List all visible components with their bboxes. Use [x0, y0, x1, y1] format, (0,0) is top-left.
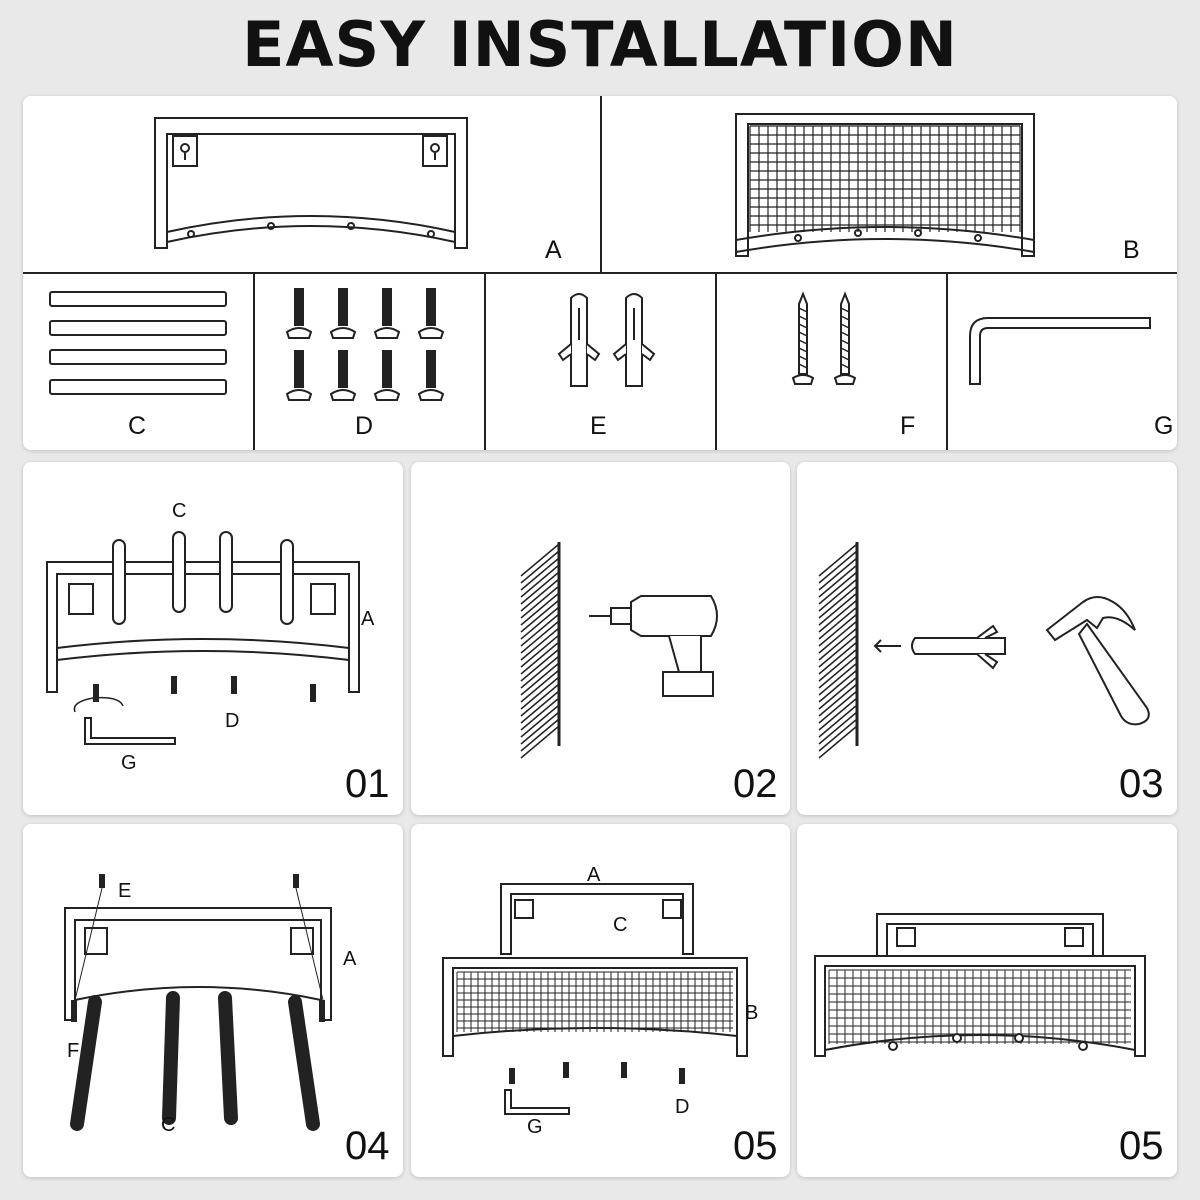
part-c-cell: C — [23, 274, 253, 450]
step-05b-panel: 05 — [797, 824, 1177, 1177]
divider — [946, 272, 948, 450]
bolt-icon — [417, 350, 445, 401]
bolt-icon — [373, 288, 401, 339]
bolt-icon — [329, 350, 357, 401]
step-number: 05 — [1119, 1124, 1164, 1168]
bolt-icon — [285, 350, 313, 401]
callout-label: C — [172, 500, 187, 522]
wall-anchors-illustration — [557, 293, 656, 387]
callout-label: A — [587, 864, 601, 886]
callout-label: G — [527, 1116, 543, 1138]
bolt-icon — [417, 288, 445, 339]
callout-label: A — [343, 948, 357, 970]
part-f-cell: F — [717, 274, 946, 450]
step-02-illustration — [520, 542, 718, 759]
callout-label: F — [67, 1040, 80, 1062]
bolt-icon — [329, 288, 357, 339]
part-a-cell: A — [23, 96, 600, 272]
step-01-illustration — [46, 531, 360, 745]
frame-illustration — [154, 117, 468, 249]
callout-label: A — [361, 608, 375, 630]
step-number: 02 — [733, 762, 778, 806]
grid-panel-illustration — [735, 113, 1035, 257]
anchor-icon — [612, 293, 656, 387]
part-label: A — [545, 236, 562, 264]
divider — [600, 96, 602, 272]
callout-label: C — [613, 914, 628, 936]
bolts-illustration — [285, 288, 445, 401]
screws-illustration — [791, 291, 857, 385]
bolt-icon — [285, 288, 313, 339]
step-04-panel: E A F C 04 — [23, 824, 403, 1177]
drill-icon — [589, 595, 718, 697]
part-label: C — [128, 412, 147, 440]
step-03-illustration — [818, 542, 1150, 759]
page-title: EASY INSTALLATION — [242, 8, 958, 81]
callout-label: D — [225, 710, 240, 732]
divider — [23, 272, 1177, 274]
part-label: E — [590, 412, 607, 440]
hex-key-illustration — [969, 317, 1151, 385]
step-number: 01 — [345, 762, 390, 806]
part-label: F — [900, 412, 916, 440]
part-b-cell: B — [602, 96, 1177, 272]
mesh-grid — [828, 969, 1131, 1044]
part-label: D — [355, 412, 374, 440]
parts-panel: A B C — [23, 96, 1177, 450]
step-number: 03 — [1119, 762, 1164, 806]
step-01-panel: C A D G 01 — [23, 462, 403, 815]
step-number: 04 — [345, 1124, 390, 1168]
callout-label: C — [161, 1114, 176, 1136]
arrow-left-icon — [873, 639, 901, 653]
divider — [484, 272, 486, 450]
step-02-panel: 02 — [411, 462, 790, 815]
divider — [253, 272, 255, 450]
step-03-panel: 03 — [797, 462, 1177, 815]
hammer-icon — [1045, 596, 1150, 726]
step-04-illustration — [64, 874, 332, 1131]
callout-label: D — [675, 1096, 690, 1118]
part-g-cell: G — [948, 274, 1177, 450]
bolt-icon — [373, 350, 401, 401]
step-05b-illustration — [814, 913, 1146, 1057]
part-e-cell: E — [486, 274, 715, 450]
anchor-icon — [557, 293, 601, 387]
part-d-cell: D — [255, 274, 484, 450]
wall-anchor-icon — [911, 624, 1006, 670]
mesh-grid — [749, 125, 1021, 232]
rods-illustration — [49, 291, 227, 395]
part-label: B — [1123, 236, 1140, 264]
part-label: G — [1154, 412, 1174, 440]
divider — [715, 272, 717, 450]
callout-label: E — [118, 880, 132, 902]
step-05a-panel: A C B G D 05 — [411, 824, 790, 1177]
callout-label: G — [121, 752, 137, 774]
mesh-grid — [456, 971, 733, 1032]
callout-label: B — [745, 1002, 759, 1024]
step-number: 05 — [733, 1124, 778, 1168]
step-05a-illustration — [442, 883, 748, 1115]
